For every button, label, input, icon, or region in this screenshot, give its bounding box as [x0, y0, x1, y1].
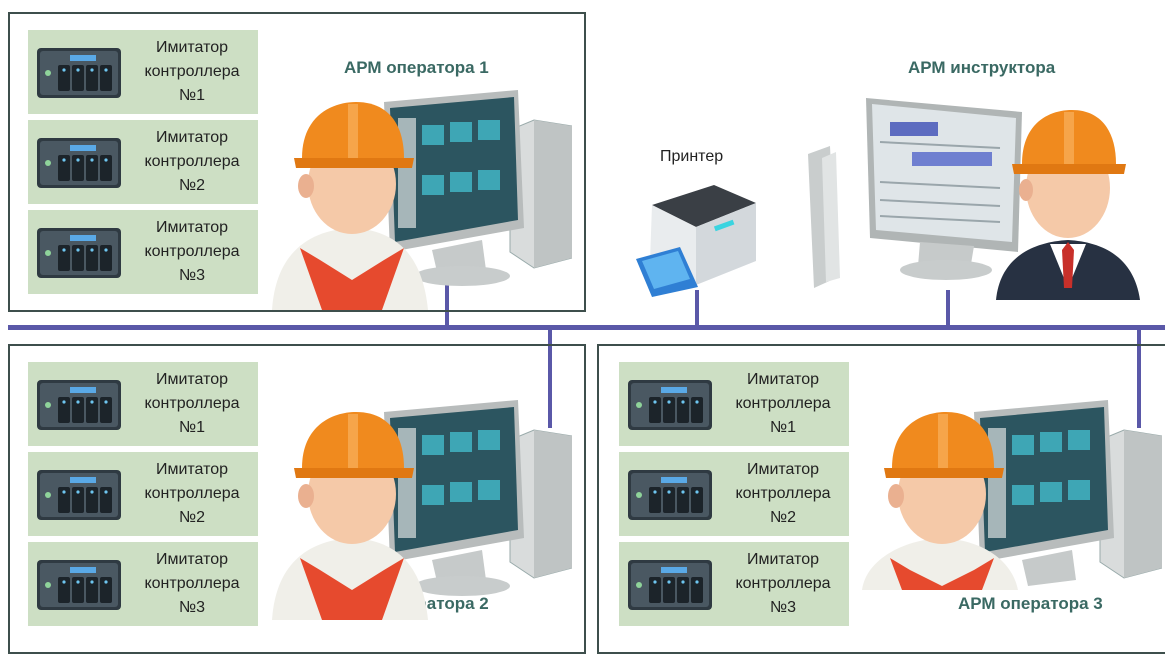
instructor-workstation-icon	[800, 92, 1140, 300]
operator-3-title: АРМ оператора 3	[958, 594, 1103, 613]
instructor-title: АРМ инструктора	[908, 58, 1056, 77]
controller-icon	[628, 470, 712, 520]
operator-1-title: АРМ оператора 1	[344, 58, 489, 77]
network-drop-operator-3	[1137, 328, 1141, 428]
network-drop-printer	[695, 290, 699, 327]
operator-3-workstation-icon	[862, 390, 1162, 590]
simulator-label: Имитатор контроллера №2	[735, 461, 831, 526]
simulator-label: Имитатор контроллера №1	[144, 39, 240, 104]
simulator-label: Имитатор контроллера №3	[144, 551, 240, 616]
operator-2-workstation-icon	[272, 390, 572, 620]
controller-icon	[37, 138, 121, 188]
network-bus	[8, 325, 1165, 330]
operator-1-workstation-icon	[272, 80, 572, 310]
simulator-label: Имитатор контроллера №2	[144, 461, 240, 526]
controller-icon	[37, 380, 121, 430]
printer-label: Принтер	[660, 148, 724, 165]
simulator-card-op1-2: Имитатор контроллера №2	[28, 120, 258, 204]
printer-icon	[628, 175, 768, 297]
operator-1-group	[8, 12, 586, 312]
controller-icon	[37, 470, 121, 520]
network-drop-operator-1	[445, 255, 449, 327]
simulator-card-op3-2: Имитатор контроллера №2	[619, 452, 849, 536]
simulator-label: Имитатор контроллера №2	[144, 129, 240, 194]
controller-icon	[37, 228, 121, 278]
simulator-card-op3-3: Имитатор контроллера №3	[619, 542, 849, 626]
simulator-card-op2-2: Имитатор контроллера №2	[28, 452, 258, 536]
simulator-card-op1-1: Имитатор контроллера №1	[28, 30, 258, 114]
network-drop-operator-2	[548, 328, 552, 428]
simulator-label: Имитатор контроллера №1	[144, 371, 240, 436]
simulator-card-op2-1: Имитатор контроллера №1	[28, 362, 258, 446]
controller-icon	[628, 560, 712, 610]
simulator-card-op1-3: Имитатор контроллера №3	[28, 210, 258, 294]
simulator-card-op2-3: Имитатор контроллера №3	[28, 542, 258, 626]
network-drop-instructor	[946, 290, 950, 327]
simulator-card-op3-1: Имитатор контроллера №1	[619, 362, 849, 446]
controller-icon	[37, 48, 121, 98]
simulator-label: Имитатор контроллера №3	[735, 551, 831, 616]
simulator-label: Имитатор контроллера №1	[735, 371, 831, 436]
simulator-label: Имитатор контроллера №3	[144, 219, 240, 284]
controller-icon	[37, 560, 121, 610]
controller-icon	[628, 380, 712, 430]
